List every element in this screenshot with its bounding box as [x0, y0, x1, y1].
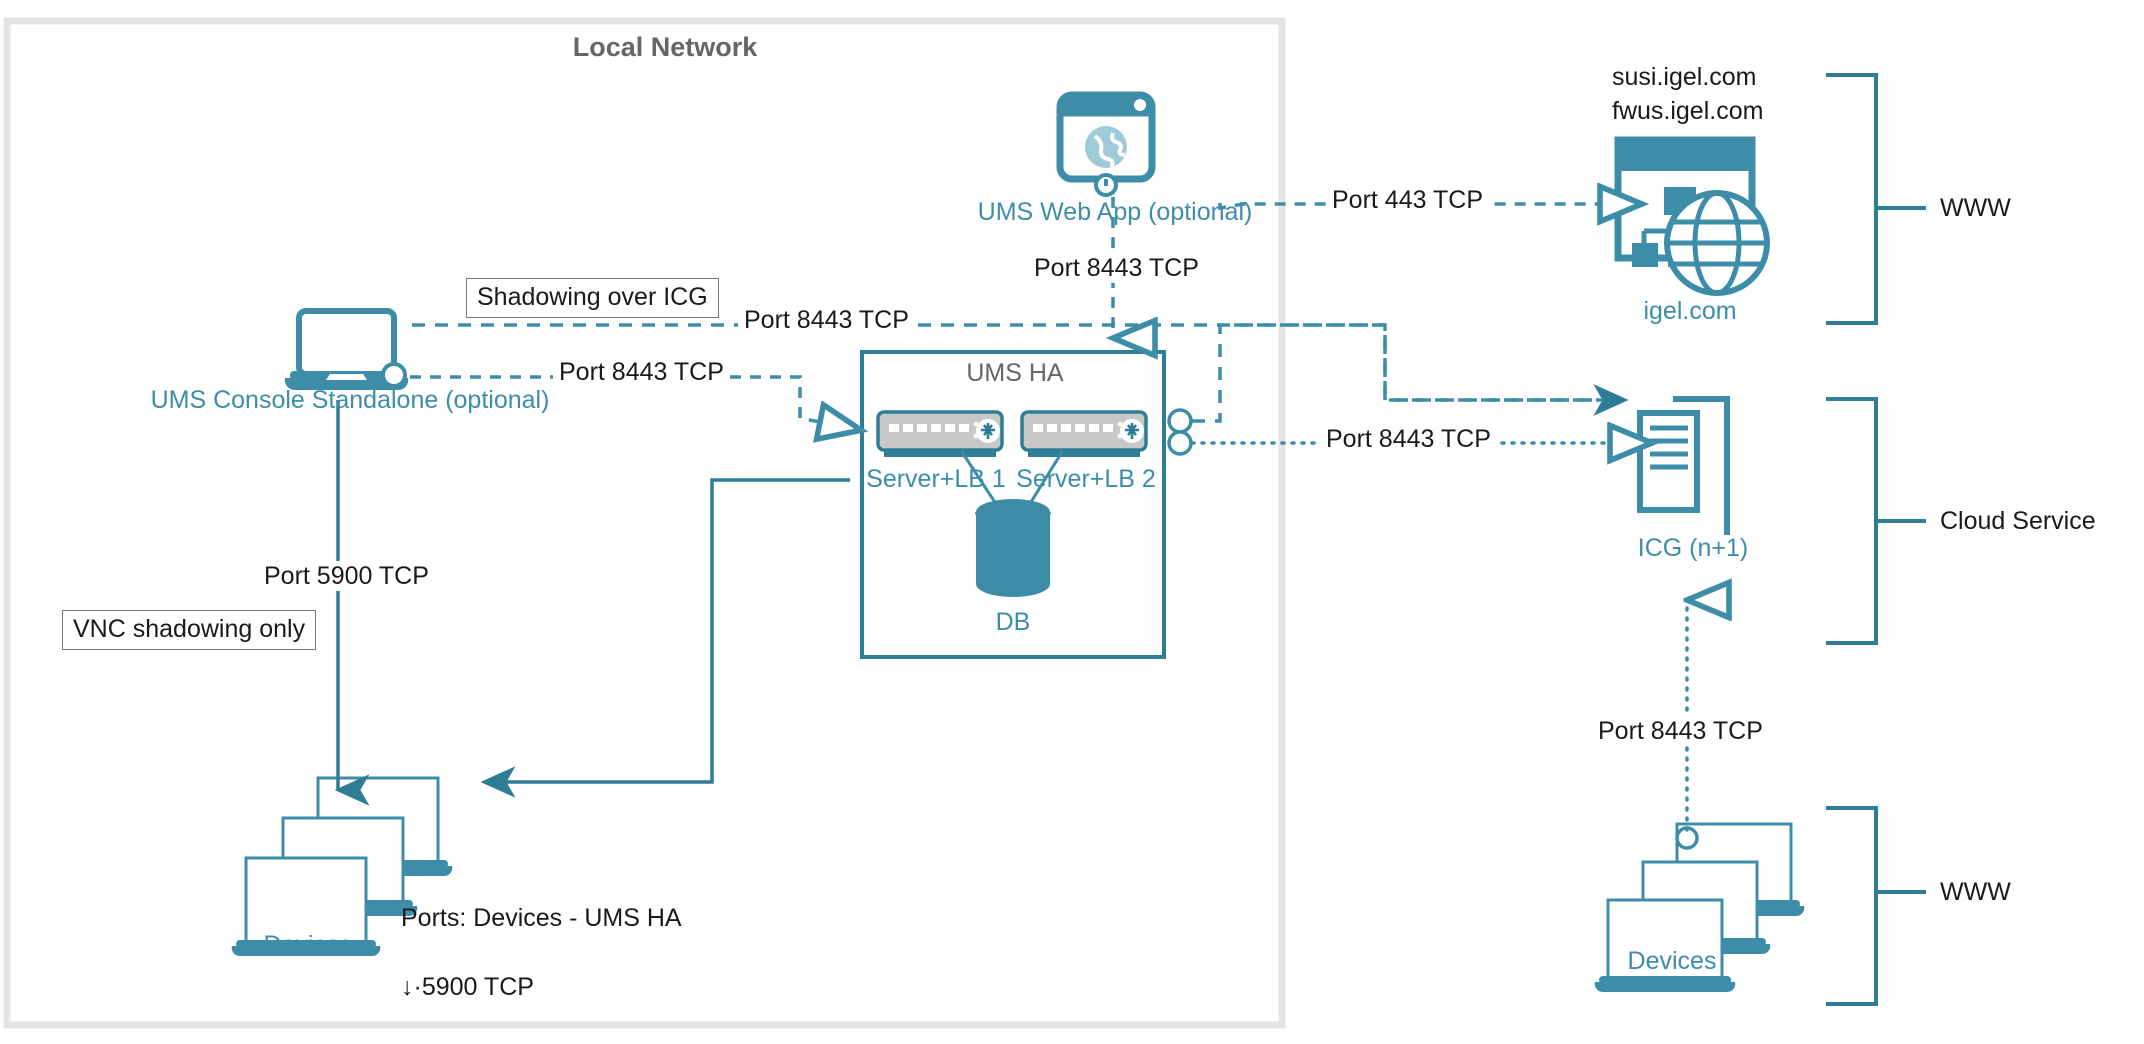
- ums-console-label: UMS Console Standalone (optional): [150, 386, 550, 414]
- ums-web-app-label: UMS Web App (optional): [977, 198, 1253, 226]
- ums-ha-title: UMS HA: [966, 359, 1064, 387]
- console-to-icg-port-label: Port 8443 TCP: [738, 305, 915, 335]
- webapp-to-ums-ha-port-label: Port 8443 TCP: [1028, 253, 1205, 283]
- db-label: DB: [995, 608, 1031, 636]
- laptops-stack-icon-remote: [1594, 822, 1805, 993]
- server1-db-link: [960, 451, 1002, 511]
- shadowing-over-icg-note: Shadowing over ICG: [466, 278, 719, 318]
- ums-ha-endpoint-dashed: [1167, 408, 1193, 434]
- server2-db-link: [1024, 451, 1064, 511]
- local-network-boundary: [3, 17, 1286, 1029]
- vnc-shadowing-only-note: VNC shadowing only: [62, 610, 317, 650]
- remote-devices-to-icg-port-label: Port 8443 TCP: [1592, 716, 1769, 746]
- bracket-cloud-service: [1826, 397, 1926, 645]
- ums-ha-to-icg-dashed-path: [1192, 323, 1629, 423]
- ports-devices-ums-ha-note: Ports: Devices - UMS HA ↓·5900 TCP ↓·300…: [401, 866, 682, 1044]
- bracket-label-www-top: WWW: [1940, 194, 2011, 222]
- gateway-server-icon: [1637, 396, 1730, 535]
- web-sitemap-globe-icon: [1614, 136, 1770, 296]
- ums-ha-to-devices-path: [480, 478, 850, 798]
- ports-note-heading: Ports: Devices - UMS HA: [401, 904, 682, 932]
- bracket-www-bottom: [1826, 806, 1926, 1006]
- ports-note-line-1: ↓·5900 TCP: [401, 973, 534, 1001]
- local-network-title: Local Network: [572, 32, 758, 62]
- bracket-label-cloud-service: Cloud Service: [1940, 507, 2096, 535]
- devices-local-label: Devices: [263, 931, 353, 959]
- igel-web-label: igel.com: [1643, 297, 1737, 325]
- ums-ha-to-icg-port-label: Port 8443 TCP: [1320, 424, 1497, 454]
- ports-note-line-2: ↓·30005 TCP/UDP: [401, 1040, 682, 1044]
- browser-globe-icon: [1056, 91, 1156, 197]
- igel-host-1: susi.igel.com: [1612, 63, 1757, 91]
- bracket-www-top: [1826, 73, 1926, 325]
- webapp-to-igel-port-label: Port 443 TCP: [1326, 185, 1490, 215]
- server-appliance-icon-1: [876, 410, 1004, 457]
- ums-ha-endpoint-dotted: [1167, 430, 1193, 456]
- server-lb-1-label: Server+LB 1: [866, 465, 1006, 493]
- icg-label: ICG (n+1): [1637, 534, 1749, 562]
- laptop-icon: [284, 308, 409, 391]
- server-appliance-icon-2: [1020, 410, 1148, 457]
- server-lb-2-label: Server+LB 2: [1016, 465, 1156, 493]
- console-to-ums-ha-port-label: Port 8443 TCP: [553, 357, 730, 387]
- console-to-devices-port-label: Port 5900 TCP: [258, 561, 435, 591]
- database-cylinder-icon: [975, 499, 1051, 597]
- bracket-label-www-bottom: WWW: [1940, 878, 2011, 906]
- ums-ha-box: [860, 350, 1166, 659]
- igel-host-2: fwus.igel.com: [1612, 97, 1764, 125]
- devices-remote-label: Devices: [1627, 947, 1717, 975]
- laptops-stack-icon-local: [231, 776, 453, 957]
